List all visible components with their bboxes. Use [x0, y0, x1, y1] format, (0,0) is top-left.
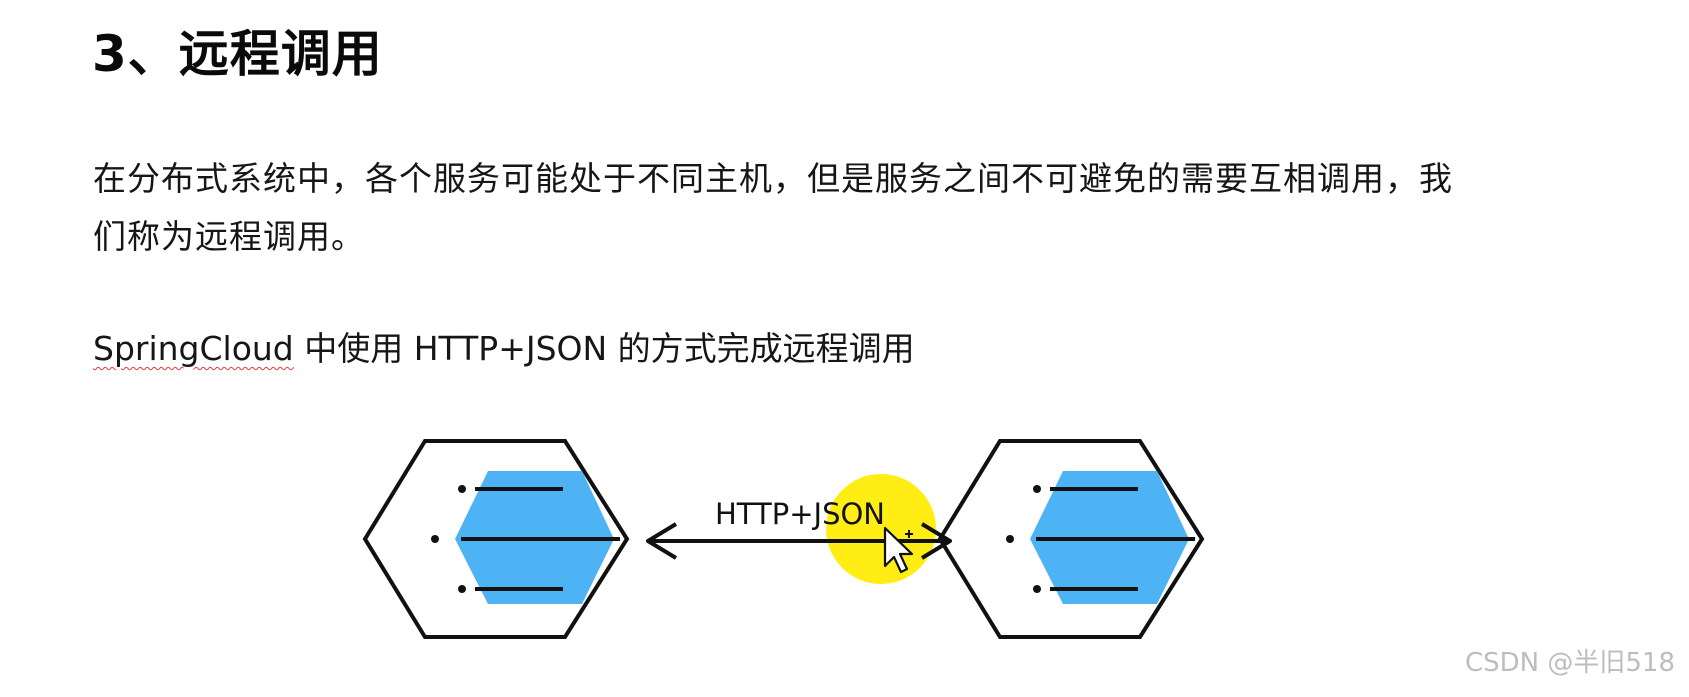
intro-line-2: 们称为远程调用。 [93, 217, 365, 256]
springcloud-term: SpringCloud [93, 329, 294, 368]
left-dot-mid [431, 535, 439, 543]
intro-paragraph: 在分布式系统中，各个服务可能处于不同主机，但是服务之间不可避免的需要互相调用，我… [93, 150, 1593, 266]
mouse-cursor-icon [883, 526, 914, 574]
csdn-watermark: CSDN @半旧518 [1464, 648, 1675, 678]
right-dot-bottom [1033, 585, 1041, 593]
intro-line-1: 在分布式系统中，各个服务可能处于不同主机，但是服务之间不可避免的需要互相调用，我 [93, 159, 1453, 198]
left-dot-bottom [458, 585, 466, 593]
left-service-icon [362, 439, 630, 639]
page-title: 3、远程调用 [92, 25, 383, 83]
cursor-highlight [826, 474, 936, 584]
left-dot-top [458, 485, 466, 493]
arrow-label: HTTP+JSON [715, 497, 885, 531]
springcloud-sentence: SpringCloud 中使用 HTTP+JSON 的方式完成远程调用 [93, 322, 915, 370]
right-dot-mid [1006, 535, 1014, 543]
springcloud-sentence-rest: 中使用 HTTP+JSON 的方式完成远程调用 [293, 329, 915, 368]
right-dot-top [1033, 485, 1041, 493]
right-service-icon [937, 439, 1205, 639]
